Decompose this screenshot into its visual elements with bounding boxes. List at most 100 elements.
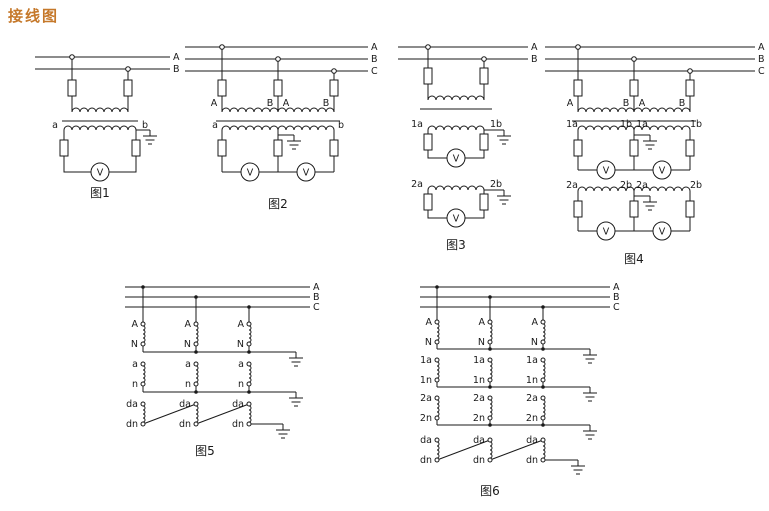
fuse-icon — [329, 79, 339, 97]
winding-terminal — [193, 361, 199, 367]
winding-terminal — [487, 319, 493, 325]
terminal-label-da: da — [420, 435, 432, 446]
voltmeter-icon — [596, 221, 616, 241]
fuse-icon — [629, 200, 639, 218]
figure-1-caption: 图1 — [90, 186, 110, 200]
primary-winding-coil — [71, 107, 129, 113]
terminal-label-1n: 1n — [526, 375, 538, 386]
fuse-icon — [479, 193, 489, 211]
fuse-icon — [479, 67, 489, 85]
phase-label-a: A — [531, 42, 538, 53]
junction-dot — [540, 346, 546, 352]
tap-terminal — [125, 66, 131, 72]
terminal-label-N: N — [184, 339, 191, 350]
terminal-label-dn: dn — [473, 455, 485, 466]
terminal-label-dn: dn — [232, 419, 244, 430]
secondary-winding-coil — [427, 185, 485, 191]
terminal-label-1a: 1a — [411, 119, 423, 130]
fuse-icon — [329, 139, 339, 157]
junction-dot — [434, 284, 440, 290]
winding-terminal — [193, 401, 199, 407]
figure-5-column-b: A N a n da dn — [179, 297, 199, 430]
figure-3-caption: 图3 — [446, 238, 466, 252]
winding-terminal — [140, 341, 146, 347]
terminal-label-2b: 2b — [690, 180, 702, 191]
primary-terminal-label-a: A — [211, 98, 218, 109]
figure-6-column-b: A N 1a 1n 2a 2n da dn — [473, 297, 493, 466]
winding-terminal — [140, 421, 146, 427]
figure-6-caption: 图6 — [480, 484, 500, 498]
winding-terminal — [434, 457, 440, 463]
secondary-winding-coil — [427, 125, 485, 131]
phase-label-b: B — [758, 54, 765, 65]
winding-terminal — [540, 437, 546, 443]
phase-label-c: C — [758, 66, 765, 77]
ground-icon — [570, 459, 586, 475]
terminal-label-dn: dn — [126, 419, 138, 430]
junction-dot — [193, 349, 199, 355]
figure-2-wires — [216, 47, 340, 173]
winding-coil — [436, 399, 440, 417]
winding-terminal — [434, 395, 440, 401]
terminal-label-1b: 1b — [620, 119, 632, 130]
terminal-label-1a: 1a — [420, 355, 432, 366]
voltmeter-icon — [446, 148, 466, 168]
terminal-label-1n: 1n — [420, 375, 432, 386]
ground-icon — [642, 195, 658, 211]
primary-terminal-label-b: B — [679, 98, 686, 109]
winding-terminal — [434, 339, 440, 345]
primary-terminal-label-a: A — [639, 98, 646, 109]
junction-dot — [540, 384, 546, 390]
junction-dot — [193, 389, 199, 395]
phase-label-c: C — [613, 302, 620, 313]
terminal-label-N: N — [131, 339, 138, 350]
ground-icon — [642, 134, 658, 150]
terminal-label-1a: 1a — [473, 355, 485, 366]
winding-coil — [542, 399, 546, 417]
figure-3-wires — [420, 47, 504, 219]
fuse-icon — [217, 139, 227, 157]
winding-coil — [142, 365, 146, 383]
terminal-label-a: a — [212, 120, 218, 131]
terminal-label-2n: 2n — [473, 413, 485, 424]
tap-terminal — [481, 56, 487, 62]
junction-dot — [246, 389, 252, 395]
terminal-label-dn: dn — [526, 455, 538, 466]
winding-coil — [248, 405, 252, 423]
figure-5-column-a: A N a n da dn — [126, 287, 146, 430]
terminal-label-2b: 2b — [490, 179, 502, 190]
winding-coil — [489, 399, 493, 417]
tap-terminal — [219, 44, 225, 50]
fuse-icon — [629, 139, 639, 157]
voltmeter-icon — [652, 221, 672, 241]
phase-label-b: B — [531, 54, 538, 65]
ground-icon — [275, 423, 291, 439]
voltmeter-icon — [652, 160, 672, 180]
winding-terminal — [487, 377, 493, 383]
figure-4-wires — [572, 47, 696, 232]
winding-coil — [489, 323, 493, 341]
winding-coil — [248, 325, 252, 343]
figure-1-wires — [62, 57, 150, 173]
terminal-label-A: A — [132, 319, 139, 330]
winding-coil — [248, 365, 252, 383]
ground-icon — [582, 424, 598, 440]
figure-6-column-c: A N 1a 1n 2a 2n da dn — [526, 307, 546, 466]
winding-terminal — [487, 457, 493, 463]
phase-label-b: B — [173, 64, 180, 75]
fuse-icon — [423, 67, 433, 85]
terminal-label-da: da — [126, 399, 138, 410]
junction-dot — [540, 422, 546, 428]
fuse-icon — [685, 200, 695, 218]
fuse-icon — [273, 79, 283, 97]
winding-terminal — [487, 395, 493, 401]
terminal-label-A: A — [185, 319, 192, 330]
junction-dot — [193, 294, 199, 300]
primary-terminal-label-b: B — [323, 98, 330, 109]
primary-terminal-label-b: B — [623, 98, 630, 109]
winding-terminal — [434, 357, 440, 363]
junction-dot — [140, 284, 146, 290]
winding-terminal — [246, 321, 252, 327]
terminal-label-b: b — [338, 120, 344, 131]
